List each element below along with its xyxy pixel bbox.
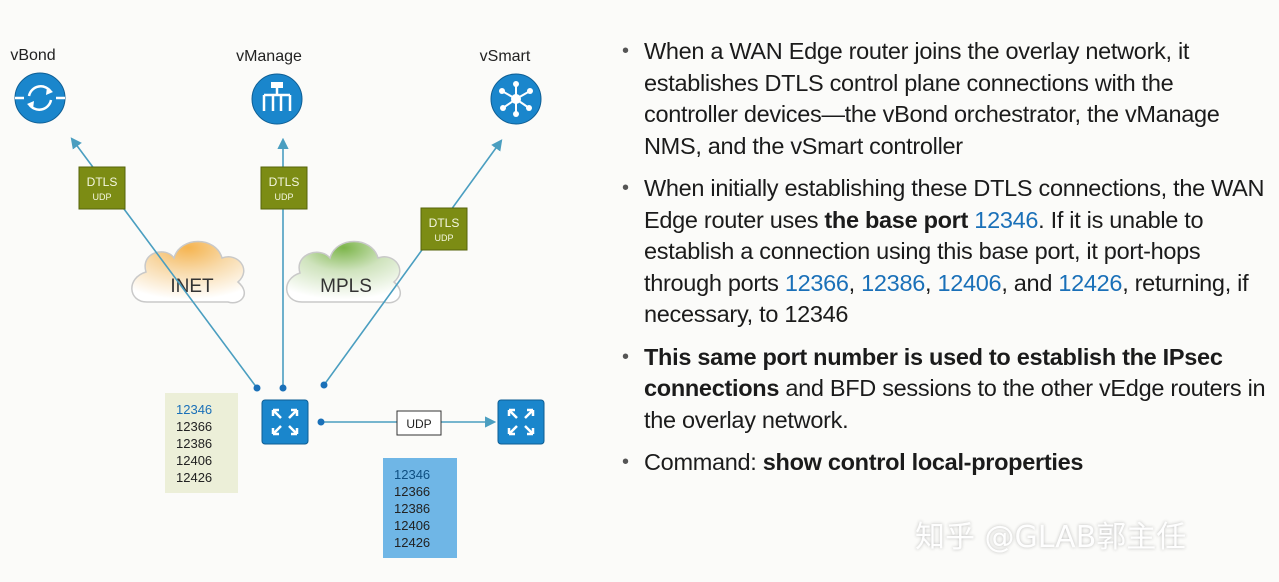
port-item: 12386	[394, 501, 430, 516]
port-item: 12426	[394, 535, 430, 550]
port-item: 12386	[176, 436, 212, 451]
wan-edge-router-icon	[261, 399, 309, 445]
port-item: 12366	[176, 419, 212, 434]
remote-vedge-router-icon	[497, 399, 545, 445]
inet-cloud: INET	[131, 240, 245, 304]
watermark: 知乎 @GLAB郭主任	[915, 520, 1187, 555]
bullet-text: When initially establishing these DTLS c…	[644, 175, 1265, 233]
inet-cloud-label: INET	[170, 276, 214, 297]
port-number: 12406	[937, 269, 1002, 296]
tag-line2: UDP	[274, 192, 293, 202]
mpls-cloud: MPLS	[286, 240, 401, 304]
vsmart-node: vSmart	[480, 48, 542, 125]
port-item: 12346	[176, 402, 212, 417]
vbond-node: vBond	[10, 47, 66, 124]
dtls-udp-tag-vsmart: DTLS UDP	[420, 207, 468, 251]
port-item: 12406	[394, 518, 430, 533]
bullet-list: When a WAN Edge router joins the overlay…	[620, 36, 1270, 490]
bullet-text: ,	[925, 269, 938, 296]
sdwan-diagram: INET MPLS DTLS UDP DTLS UDP DTLS UDP vBo…	[10, 47, 545, 558]
port-item: 12346	[394, 467, 430, 482]
vbond-label: vBond	[10, 47, 55, 64]
tag-line1: DTLS	[87, 175, 118, 189]
vmanage-label: vManage	[236, 48, 302, 65]
link-dot-vsmart	[320, 381, 328, 389]
bullet-item: Command: show control local-properties	[620, 447, 1270, 479]
tag-line2: UDP	[92, 192, 111, 202]
port-item: 12426	[176, 470, 212, 485]
port-number: 12386	[861, 269, 925, 296]
bullet-item: This same port number is used to establi…	[620, 342, 1270, 437]
port-number: 12366	[784, 269, 849, 296]
bullet-text: Command:	[644, 449, 763, 475]
bullet-text: and BFD sessions to the other vEdge rout…	[644, 375, 1266, 433]
tag-line1: DTLS	[429, 216, 460, 230]
vmanage-node: vManage	[236, 48, 303, 125]
udp-label-text: UDP	[406, 417, 431, 431]
bullet-item: When initially establishing these DTLS c…	[620, 173, 1270, 331]
bullet-item: When a WAN Edge router joins the overlay…	[620, 36, 1270, 162]
link-dot-vmanage	[279, 384, 287, 392]
tag-line1: DTLS	[269, 175, 300, 189]
bullet-text: When a WAN Edge router joins the overlay…	[644, 38, 1220, 159]
udp-link-label: UDP	[396, 410, 442, 436]
dtls-link-vsmart	[323, 139, 503, 386]
vmanage-nms-icon	[251, 73, 303, 125]
link-dot-vbond	[253, 384, 261, 392]
vsmart-label: vSmart	[480, 48, 531, 65]
port-item: 12406	[176, 453, 212, 468]
bullet-bold: This same port number is used to establi…	[644, 343, 1223, 402]
bullet-text: . If it is unable to establish a connect…	[644, 206, 1204, 296]
bullet-text: , and	[1001, 269, 1059, 296]
bullet-bold: the base port	[824, 206, 975, 233]
port-number: 12346	[974, 206, 1039, 233]
port-list-right: 12346 12366 12386 12406 12426	[383, 458, 457, 558]
link-dot-udp	[317, 418, 325, 426]
vbond-orchestrator-icon	[14, 72, 66, 124]
tag-line2: UDP	[434, 233, 453, 243]
vsmart-controller-icon	[490, 73, 542, 125]
port-item: 12366	[394, 484, 430, 499]
port-list-left: 12346 12366 12386 12406 12426	[165, 393, 238, 493]
port-number: 12426	[1058, 269, 1123, 296]
dtls-udp-tag-vbond: DTLS UDP	[78, 166, 126, 210]
bullet-text: , returning, if necessary, to 12346	[644, 269, 1249, 328]
mpls-cloud-label: MPLS	[320, 276, 372, 297]
dtls-udp-tag-vmanage: DTLS UDP	[260, 166, 308, 210]
command-text: show control local-properties	[762, 449, 1084, 475]
bullet-text: ,	[848, 269, 862, 296]
